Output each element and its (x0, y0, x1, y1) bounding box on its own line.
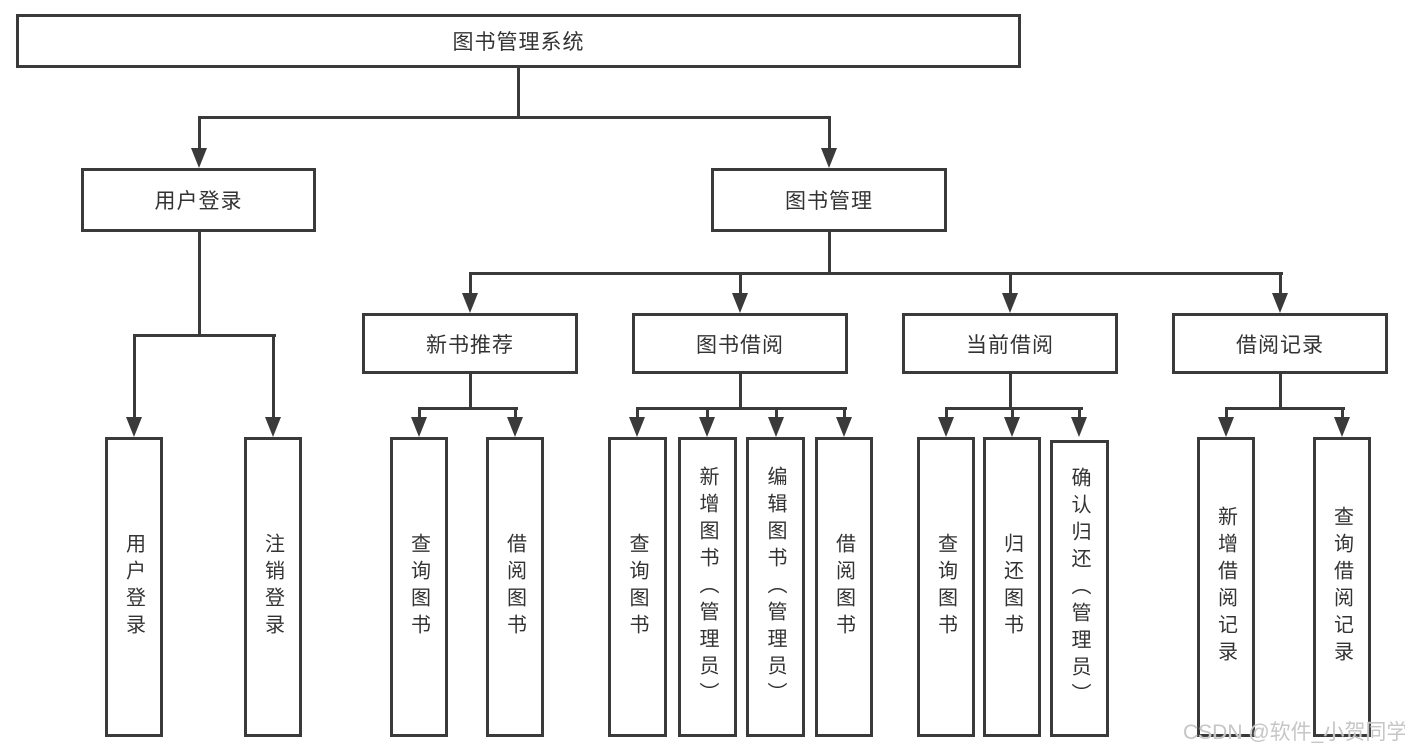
arrow-icon (699, 417, 715, 437)
connector-bookborrow-rail (636, 407, 847, 410)
connector-book-mgmt-drop (828, 118, 831, 150)
connector-drop (418, 408, 421, 419)
node-root: 图书管理系统 (16, 14, 1021, 68)
arrow-sec-newbook-icon (462, 293, 478, 313)
leaf-user-login: 用户登录 (105, 437, 163, 737)
arrow-user-login-icon (191, 148, 207, 168)
arrow-icon (1004, 417, 1020, 437)
connector-level3-rail (469, 272, 1283, 275)
arrow-icon (507, 417, 523, 437)
node-user-login: 用户登录 (81, 168, 316, 232)
arrow-sec-records-icon (1272, 293, 1288, 313)
connector-newbook-stem (469, 374, 472, 409)
connector-sec-newbook-drop (469, 273, 472, 295)
connector-drop (636, 408, 639, 419)
leaf-borrow-books-recommend: 借阅图书 (486, 437, 544, 737)
connector-bookborrow-stem (739, 374, 742, 409)
connector-user-login-drop (198, 118, 201, 150)
leaf-query-books-borrow: 查询图书 (608, 437, 667, 737)
connector-newbook-rail (418, 407, 518, 410)
connector-records-stem (1279, 374, 1282, 409)
connector-drop (1225, 408, 1228, 419)
connector-records-rail (1225, 407, 1345, 410)
connector-current-rail (945, 407, 1083, 410)
arrow-sec-borrow-icon (732, 293, 748, 313)
connector-drop (514, 408, 517, 419)
arrow-icon (1071, 417, 1087, 437)
leaf-return-books: 归还图书 (983, 437, 1041, 737)
connector-drop (1078, 408, 1081, 419)
arrow-icon (1218, 417, 1234, 437)
connector-sec-borrow-drop (739, 273, 742, 295)
connector-root-stem (517, 68, 520, 118)
leaf-add-books-admin: 新增图书（管理员） (678, 437, 737, 737)
connector-drop (775, 408, 778, 419)
node-new-book-recommend: 新书推荐 (362, 313, 578, 374)
connector-sec-records-drop (1279, 273, 1282, 295)
connector-book-mgmt-stem (828, 232, 831, 275)
connector-current-stem (1009, 374, 1012, 409)
connector-drop (843, 408, 846, 419)
leaf-confirm-return-admin: 确认归还（管理员） (1050, 440, 1109, 737)
connector-leaf-logout-drop (272, 335, 275, 419)
arrow-icon (836, 417, 852, 437)
node-book-borrow: 图书借阅 (632, 313, 848, 374)
connector-user-login-rail (133, 334, 276, 337)
leaf-query-books-recommend: 查询图书 (390, 437, 448, 737)
connector-level2-rail (198, 116, 831, 119)
node-borrow-records: 借阅记录 (1172, 313, 1388, 374)
leaf-add-borrow-record: 新增借阅记录 (1197, 437, 1255, 737)
node-current-borrow: 当前借阅 (902, 313, 1118, 374)
csdn-watermark: CSDN @软件_小贺同学 (1183, 721, 1405, 744)
connector-drop (706, 408, 709, 419)
arrow-icon (768, 417, 784, 437)
arrow-sec-current-icon (1002, 293, 1018, 313)
connector-drop (1341, 408, 1344, 419)
arrow-book-mgmt-icon (821, 148, 837, 168)
connector-drop (1011, 408, 1014, 419)
connector-user-login-stem (198, 232, 201, 336)
connector-leaf-login-drop (133, 335, 136, 419)
arrow-icon (411, 417, 427, 437)
arrow-icon (1334, 417, 1350, 437)
arrow-icon (629, 417, 645, 437)
node-book-management: 图书管理 (711, 168, 947, 232)
arrow-leaf-login-icon (126, 417, 142, 437)
connector-drop (945, 408, 948, 419)
arrow-leaf-logout-icon (265, 417, 281, 437)
connector-sec-current-drop (1009, 273, 1012, 295)
leaf-borrow-books: 借阅图书 (815, 437, 873, 737)
leaf-edit-books-admin: 编辑图书（管理员） (746, 437, 805, 737)
leaf-query-books-current: 查询图书 (917, 437, 975, 737)
leaf-query-borrow-record: 查询借阅记录 (1313, 437, 1371, 737)
arrow-icon (938, 417, 954, 437)
leaf-logout: 注销登录 (244, 437, 302, 737)
